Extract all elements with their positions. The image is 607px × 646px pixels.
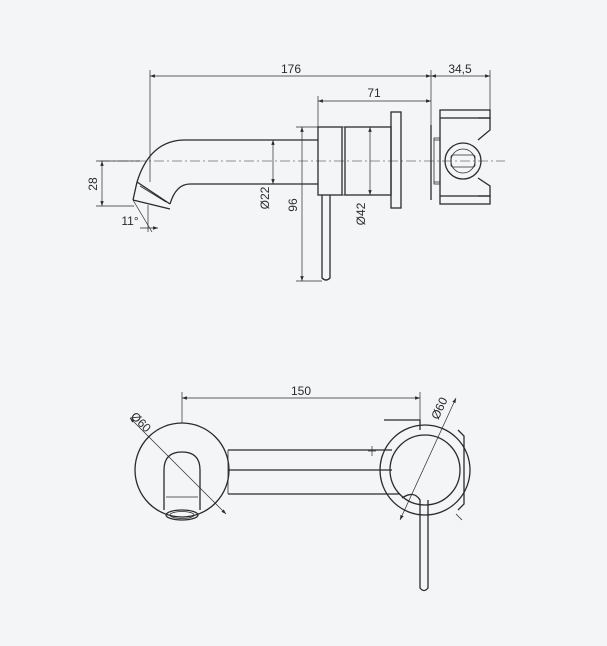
handle-body xyxy=(317,111,402,209)
label-total-length: 176 xyxy=(281,62,301,76)
label-spout-diameter: Ø22 xyxy=(258,186,272,209)
dim-spout-angle: 11° xyxy=(121,199,158,233)
dim-centers: 150 xyxy=(181,384,421,423)
spout xyxy=(132,139,318,210)
side-view: 176 34,5 71 28 11° xyxy=(86,62,505,282)
arm-end-marker xyxy=(368,446,376,456)
label-centers: 150 xyxy=(291,384,311,398)
dim-rosette-spout: Ø60 xyxy=(128,409,227,515)
wall-body xyxy=(430,109,491,205)
top-spout-arm xyxy=(227,449,400,495)
label-body-depth: 34,5 xyxy=(448,62,472,76)
dim-spout-diameter: Ø22 xyxy=(258,140,275,209)
label-handle-offset: 71 xyxy=(367,86,381,100)
dim-body-depth: 34,5 xyxy=(431,62,491,110)
top-view: 150 Ø60 Ø60 xyxy=(128,384,471,592)
label-lever-height: 96 xyxy=(286,198,300,212)
dim-handle-diameter: Ø42 xyxy=(354,127,372,225)
dim-handle-offset: 71 xyxy=(317,86,431,127)
label-rosette-spout: Ø60 xyxy=(128,409,154,435)
dim-lever-height: 96 xyxy=(286,126,322,282)
dim-total-length: 176 xyxy=(149,62,432,182)
label-spout-drop: 28 xyxy=(86,177,100,191)
lever xyxy=(321,195,331,281)
dim-spout-drop: 28 xyxy=(86,160,140,207)
label-handle-diameter: Ø42 xyxy=(354,202,368,225)
handle-rosette xyxy=(379,419,471,592)
label-spout-angle: 11° xyxy=(121,214,138,228)
